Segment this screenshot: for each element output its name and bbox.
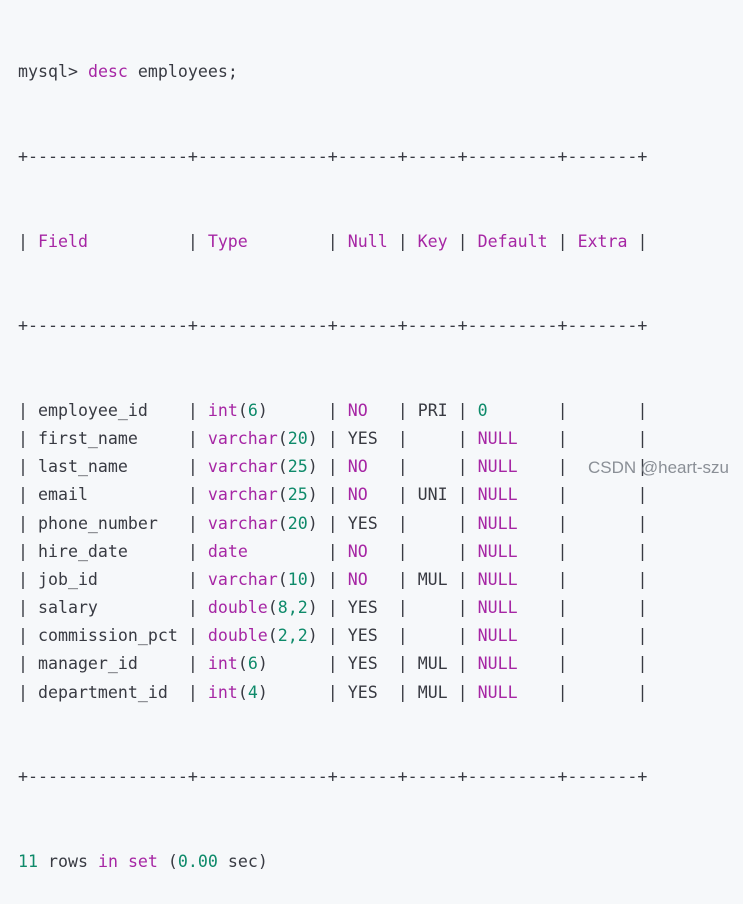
cell-type-args: 25: [287, 457, 308, 477]
cell-null: YES: [347, 513, 378, 533]
cell-key: MUL: [417, 654, 448, 674]
cell-key: PRI: [417, 400, 448, 420]
cell-default: NULL: [477, 569, 518, 589]
terminal-output: mysql> desc employees; +----------------…: [18, 2, 648, 904]
table-row: | first_name | varchar(20) | YES | | NUL…: [18, 428, 648, 448]
cell-null: NO: [347, 541, 368, 561]
cell-type-name: int: [207, 682, 238, 702]
row-count: 11: [18, 851, 38, 871]
table-row: | commission_pct | double(2,2) | YES | |…: [18, 626, 648, 646]
cell-default: NULL: [477, 654, 518, 674]
cell-type-name: varchar: [207, 513, 278, 533]
cell-type-args: 8,2: [277, 598, 308, 618]
time-unit: sec: [227, 851, 258, 871]
cell-type-name: varchar: [207, 569, 278, 589]
table-row: | employee_id | int(6) | NO | PRI | 0 | …: [18, 400, 648, 420]
cell-type-name: double: [207, 598, 268, 618]
table-header-row: | Field | Type | Null | Key | Default | …: [18, 231, 648, 251]
table-body: | employee_id | int(6) | NO | PRI | 0 | …: [18, 397, 648, 707]
cell-key: MUL: [417, 682, 448, 702]
table-row: | last_name | varchar(25) | NO | | NULL …: [18, 457, 648, 477]
table-row: | job_id | varchar(10) | NO | MUL | NULL…: [18, 569, 648, 589]
table-border-top: +----------------+-------------+------+-…: [18, 147, 648, 166]
column-header-key: Key: [417, 231, 448, 251]
result-summary: 11 rows in set (0.00 sec): [18, 851, 268, 871]
cell-type-name: varchar: [207, 457, 278, 477]
cell-type-name: double: [207, 626, 268, 646]
cell-field: department_id: [37, 682, 168, 702]
column-header-field: Field: [37, 231, 88, 251]
cell-type-args: 25: [287, 485, 308, 505]
table-border-bottom: +----------------+-------------+------+-…: [18, 767, 648, 787]
cell-field: hire_date: [37, 541, 128, 561]
cell-default: NULL: [477, 682, 518, 702]
cell-null: YES: [347, 428, 378, 448]
cell-type-args: 4: [247, 682, 258, 702]
cell-default: NULL: [477, 485, 518, 505]
cell-field: job_id: [37, 569, 98, 589]
cell-field: last_name: [37, 457, 128, 477]
table-row: | salary | double(8,2) | YES | | NULL | …: [18, 598, 648, 618]
csdn-watermark: CSDN @heart-szu: [587, 458, 729, 477]
cell-null: NO: [347, 485, 368, 505]
command-target: employees;: [137, 62, 238, 82]
cell-null: YES: [347, 654, 378, 674]
cell-null: NO: [347, 400, 368, 420]
column-header-extra: Extra: [577, 231, 628, 251]
cell-type-name: int: [207, 400, 238, 420]
cell-field: email: [37, 485, 88, 505]
cell-field: manager_id: [37, 654, 138, 674]
cell-key: MUL: [417, 569, 448, 589]
cell-field: commission_pct: [37, 626, 178, 646]
cell-type-args: 20: [287, 428, 308, 448]
table-border-middle: +----------------+-------------+------+-…: [18, 316, 648, 336]
table-row: | phone_number | varchar(20) | YES | | N…: [18, 513, 648, 533]
cell-type-args: 2,2: [277, 626, 308, 646]
cell-default: NULL: [477, 513, 518, 533]
cell-type-name: varchar: [207, 428, 278, 448]
column-header-default: Default: [477, 231, 548, 251]
cell-type-args: 6: [247, 400, 258, 420]
cell-field: salary: [37, 598, 98, 618]
cell-default: NULL: [477, 428, 518, 448]
summary-set-word: set: [127, 851, 158, 871]
command-line: mysql> desc employees;: [18, 58, 648, 86]
cell-type-name: date: [207, 541, 248, 561]
column-header-type: Type: [207, 231, 248, 251]
cell-default: 0: [477, 400, 488, 420]
cell-null: NO: [347, 457, 368, 477]
table-row: | hire_date | date | NO | | NULL | |: [18, 541, 648, 561]
column-header-null: Null: [347, 231, 388, 251]
cell-type-name: int: [207, 654, 238, 674]
cell-null: YES: [347, 682, 378, 702]
cell-default: NULL: [477, 457, 518, 477]
cell-field: employee_id: [37, 400, 148, 420]
query-time: 0.00: [177, 851, 218, 871]
table-row: | manager_id | int(6) | YES | MUL | NULL…: [18, 654, 648, 674]
summary-in-word: in: [97, 851, 118, 871]
cell-type-args: 10: [287, 569, 308, 589]
mysql-prompt: mysql>: [18, 62, 78, 82]
cell-type-args: 6: [247, 654, 258, 674]
cell-default: NULL: [477, 598, 518, 618]
command-keyword: desc: [87, 62, 128, 82]
summary-rows-word: rows: [47, 851, 88, 871]
cell-default: NULL: [477, 541, 518, 561]
cell-null: YES: [347, 626, 378, 646]
cell-null: YES: [347, 598, 378, 618]
cell-type-name: varchar: [207, 485, 278, 505]
cell-null: NO: [347, 569, 368, 589]
cell-default: NULL: [477, 626, 518, 646]
cell-key: UNI: [417, 485, 448, 505]
cell-field: first_name: [37, 428, 138, 448]
cell-field: phone_number: [37, 513, 158, 533]
table-row: | department_id | int(4) | YES | MUL | N…: [18, 682, 648, 702]
cell-type-args: 20: [287, 513, 308, 533]
